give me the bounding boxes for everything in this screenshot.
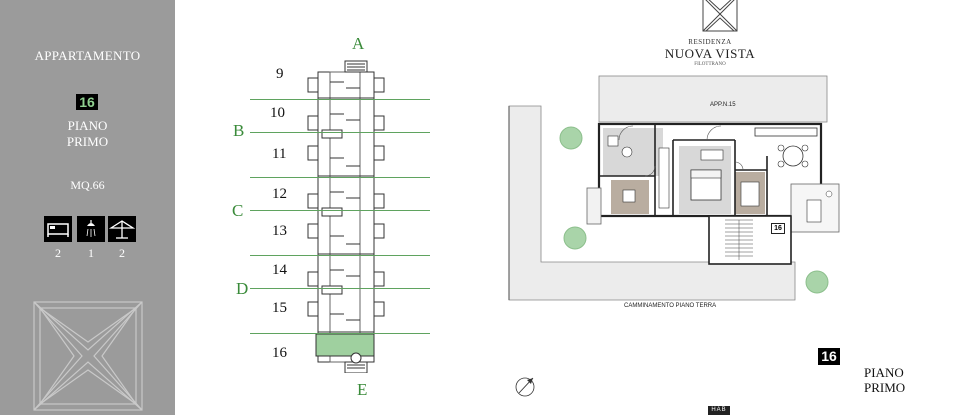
section-line <box>250 333 430 334</box>
bed-count: 2 <box>55 246 61 260</box>
shower-count: 1 <box>88 246 94 260</box>
unit-number-9: 9 <box>276 66 284 82</box>
unit-number-11: 11 <box>272 146 287 162</box>
unit-number-16: 16 <box>272 345 287 361</box>
parasol-icon <box>108 216 136 242</box>
section-line <box>250 255 430 256</box>
parasol-count: 2 <box>119 246 125 260</box>
section-letter-d: D <box>236 279 249 298</box>
neighbor-unit-label: APP.N.15 <box>710 102 736 108</box>
unit-number-14: 14 <box>272 262 287 278</box>
unit-number-12: 12 <box>272 186 287 202</box>
footer-floor-label: PIANO PRIMO <box>864 365 905 395</box>
shower-icon <box>77 216 105 242</box>
sidebar: APPARTAMENTO 16 PIANO PRIMO MQ.66 <box>0 0 175 415</box>
section-line <box>250 177 430 178</box>
floor-label-line1: PIANO <box>67 118 108 133</box>
floor-label-line2: PRIMO <box>66 134 109 149</box>
tree <box>559 126 583 150</box>
section-letter-a: A <box>352 34 365 53</box>
north-arrow-icon <box>515 377 535 397</box>
section-line <box>250 132 430 133</box>
unit-number-badge: 16 <box>76 94 98 110</box>
unit-number-13: 13 <box>272 223 287 239</box>
building-key-plan <box>307 60 385 373</box>
residence-logo-watermark <box>33 301 143 411</box>
section-line <box>250 210 430 211</box>
tree <box>805 270 829 294</box>
stair-unit-badge: 16 <box>771 223 785 234</box>
section-letter-b: B <box>233 121 245 140</box>
footer-unit-badge: 16 <box>818 348 840 365</box>
header-residenza: RESIDENZA <box>688 38 732 46</box>
floor-label: PIANO PRIMO <box>0 118 175 150</box>
residence-logo <box>702 0 738 32</box>
footer-floor-line1: PIANO <box>864 365 904 380</box>
area-label: MQ.66 <box>70 178 105 192</box>
header-location: FILOTTRANO <box>694 62 726 67</box>
bed-icon <box>44 216 72 242</box>
section-letter-c: C <box>232 201 244 220</box>
apartment-floor-plan <box>508 75 840 301</box>
highlighted-unit-16 <box>315 333 375 357</box>
footer-floor-line2: PRIMO <box>864 380 906 395</box>
tree <box>563 226 587 250</box>
section-letter-e: E <box>357 380 368 399</box>
section-line <box>250 99 430 100</box>
apartment-label: APPARTAMENTO <box>34 48 141 63</box>
walkway-label: CAMMINAMENTO PIANO TERRA <box>624 303 717 309</box>
header-residence-name: NUOVA VISTA <box>664 46 756 61</box>
unit-number-15: 15 <box>272 300 287 316</box>
unit-number-10: 10 <box>270 105 285 121</box>
brand-logo: HAB <box>708 406 730 415</box>
section-line <box>250 288 430 289</box>
